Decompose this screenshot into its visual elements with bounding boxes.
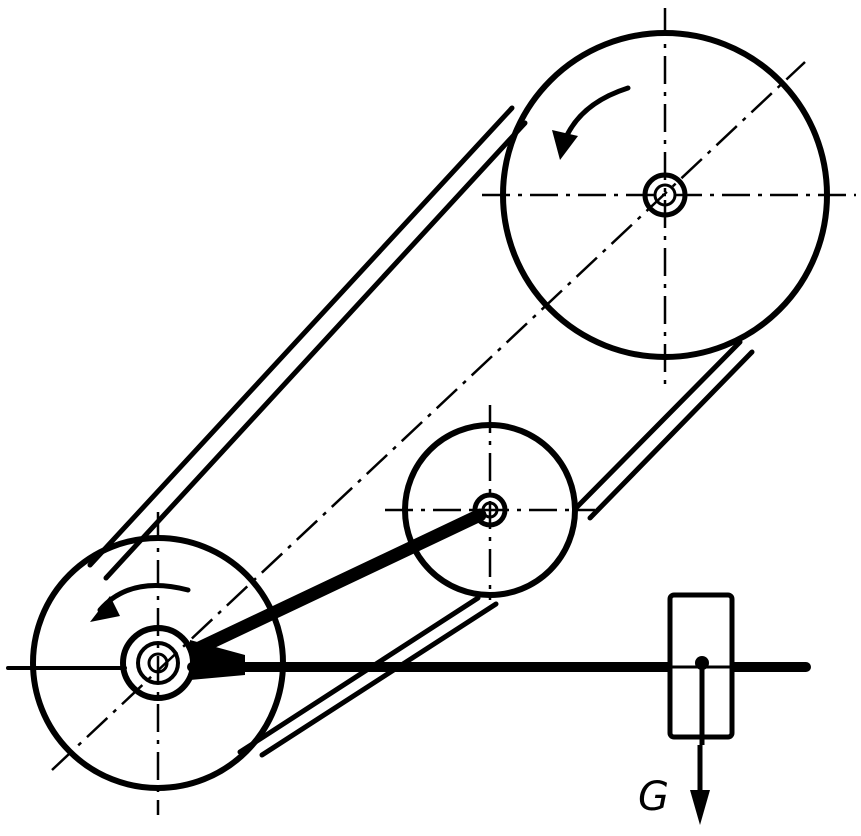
driven-pulley-hub-outer <box>642 172 688 218</box>
rotation-arrow-drive-head <box>90 596 120 622</box>
belt-upper-strand-outer <box>87 105 515 568</box>
lever-arm-gusset <box>190 640 245 680</box>
drive-pulley-hub-inner <box>147 652 169 674</box>
belt-lower-strand-b-outer <box>573 339 743 511</box>
tension-pulley <box>402 422 578 598</box>
load-arrow: G <box>638 745 710 825</box>
rotation-arrows <box>90 85 631 622</box>
driven-pulley <box>500 30 830 360</box>
rotation-arrow-driven-head <box>552 130 578 160</box>
pulley-axis-diagonal <box>51 61 806 771</box>
belt-lower-strand-b-inner <box>587 349 755 521</box>
tension-pulley-hub-outer <box>472 492 508 528</box>
belt <box>87 105 755 758</box>
belt-upper-strand-inner <box>103 120 528 581</box>
hanging-weight <box>640 592 760 745</box>
driven-pulley-hub-inner <box>653 183 677 207</box>
belt-lower-strand-a-outer <box>237 595 481 755</box>
load-arrow-head <box>690 790 710 825</box>
load-label: G <box>638 774 669 820</box>
lever-arm-to-tension-pulley <box>188 508 487 657</box>
drive-pulley-hub-middle <box>136 641 180 685</box>
belt-lower-strand-a-inner <box>259 601 499 758</box>
